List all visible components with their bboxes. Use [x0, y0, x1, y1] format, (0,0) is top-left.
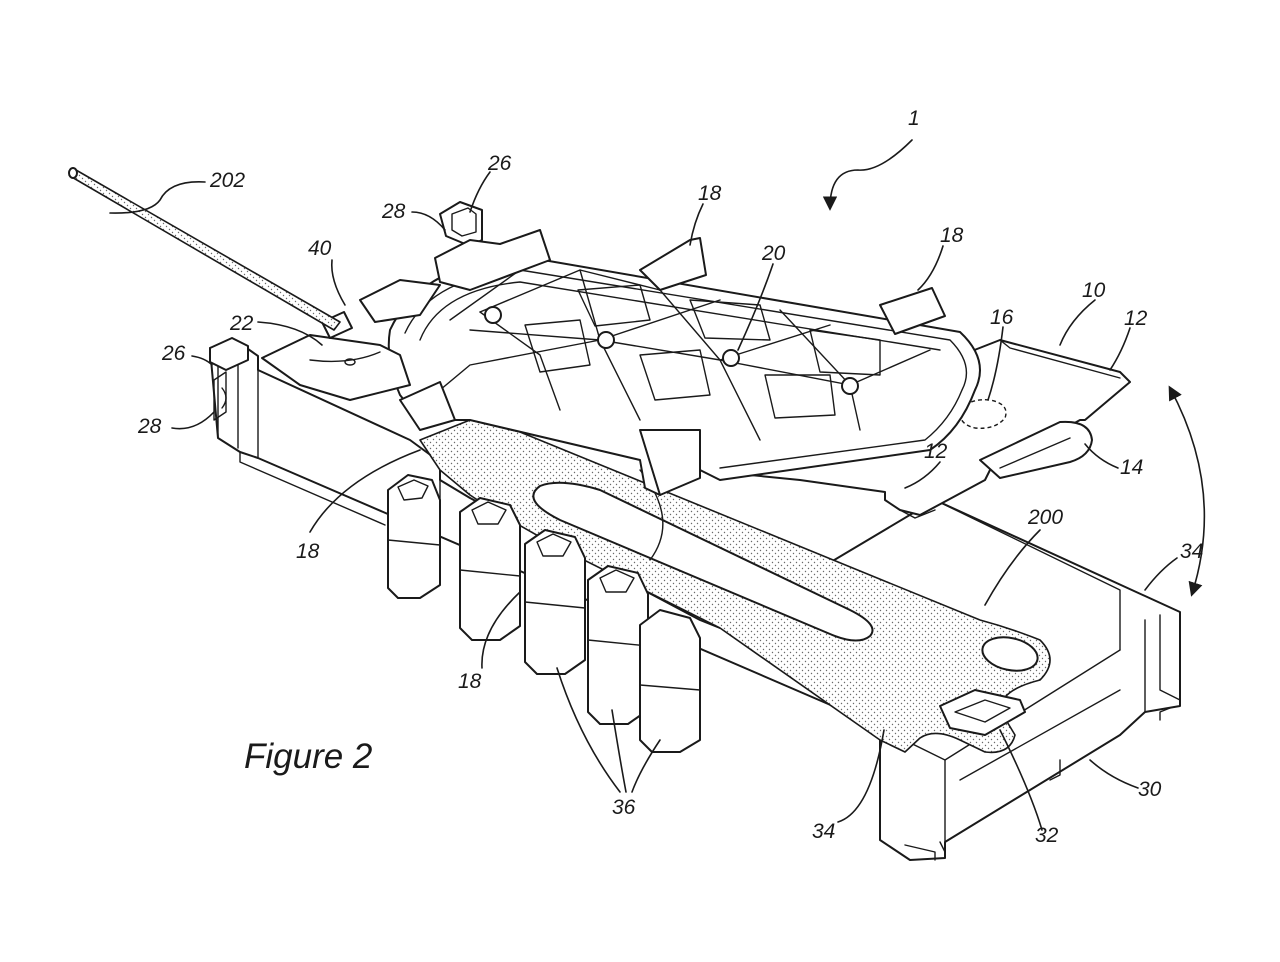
label-film: 200 [1027, 506, 1063, 529]
label-wall-front: 34 [812, 820, 835, 843]
label-rib-top-a: 18 [698, 182, 722, 205]
label-socket: 32 [1035, 824, 1059, 847]
label-tab-top: 26 [487, 152, 512, 175]
left-clip-drawing [209, 337, 249, 421]
label-slot-left: 28 [137, 415, 162, 438]
label-tab-left: 26 [161, 342, 186, 365]
label-rib-bottom: 18 [458, 670, 482, 693]
label-cells: 36 [612, 796, 636, 819]
label-edge-front: 12 [924, 440, 948, 463]
label-slot-top: 28 [381, 200, 406, 223]
cable-drawing [68, 167, 341, 331]
reference-numerals: 1 202 26 28 40 22 26 28 18 18 20 10 12 1… [137, 107, 1203, 847]
label-assembly: 1 [908, 107, 920, 130]
label-wall-right: 34 [1180, 540, 1203, 563]
label-handle: 14 [1120, 456, 1143, 479]
label-tray: 10 [1082, 279, 1106, 302]
label-rib-left: 18 [296, 540, 320, 563]
oval-frame-drawing [387, 237, 981, 496]
leader-lines [109, 171, 1178, 831]
label-marker: 16 [990, 306, 1014, 329]
label-hub: 20 [761, 242, 786, 265]
cells-drawing [387, 474, 701, 753]
label-base: 30 [1138, 778, 1162, 801]
label-element-40: 40 [308, 237, 332, 260]
top-clip-drawing [359, 201, 551, 323]
label-cable: 202 [209, 169, 245, 192]
arrows-drawing [822, 139, 1206, 597]
label-rib-top-b: 18 [940, 224, 964, 247]
label-edge-right: 12 [1124, 307, 1148, 330]
label-element-22: 22 [229, 312, 254, 335]
figure-caption: Figure 2 [244, 737, 372, 776]
